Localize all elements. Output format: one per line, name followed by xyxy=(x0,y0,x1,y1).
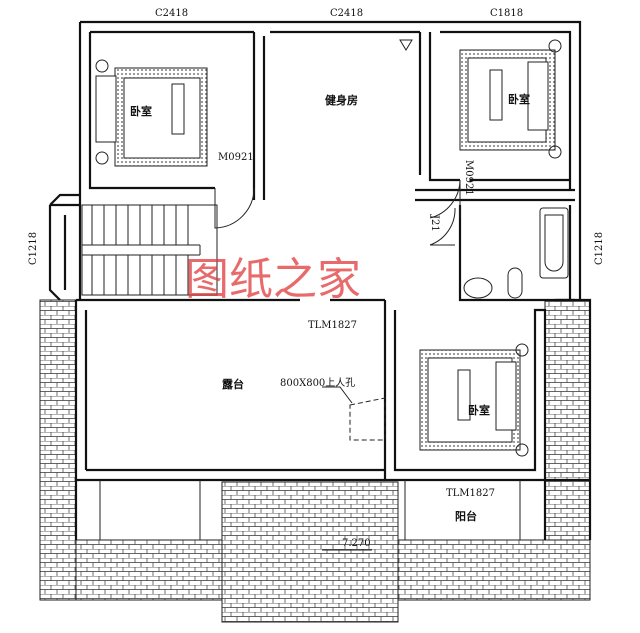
window-label: C1818 xyxy=(490,8,523,19)
room-label: 卧室 xyxy=(468,403,490,417)
doors xyxy=(214,179,461,246)
walls xyxy=(48,20,592,540)
door-label: M0921 xyxy=(218,152,254,163)
bathroom-fixtures xyxy=(463,207,569,299)
room-label: 健身房 xyxy=(325,93,358,107)
watermark: 图纸之家 xyxy=(185,254,361,305)
room-label: 露台 xyxy=(222,377,244,391)
window-label: C2418 xyxy=(330,8,363,19)
elevation-label: 7.270 xyxy=(342,538,371,549)
room-label: 卧室 xyxy=(508,92,530,106)
window-label: C1218 xyxy=(28,232,39,265)
door-label: M0921 xyxy=(463,160,474,196)
roof-hatch-outline xyxy=(349,397,386,441)
hatch-label: 800X800上人孔 xyxy=(280,377,355,389)
room-label: 卧室 xyxy=(130,104,152,118)
bed-bedroom1 xyxy=(95,59,208,167)
door-label: J21 xyxy=(429,214,440,232)
door-label: TLM1827 xyxy=(308,320,357,331)
window-label: C2418 xyxy=(155,8,188,19)
bed-bedroom3 xyxy=(419,343,529,457)
window-label: C1218 xyxy=(594,232,605,265)
room-label: 阳台 xyxy=(455,509,477,523)
door-label: TLM1827 xyxy=(446,488,495,499)
staircase xyxy=(81,204,218,296)
bed-bedroom2 xyxy=(459,39,562,159)
roof-tiles xyxy=(39,299,591,623)
